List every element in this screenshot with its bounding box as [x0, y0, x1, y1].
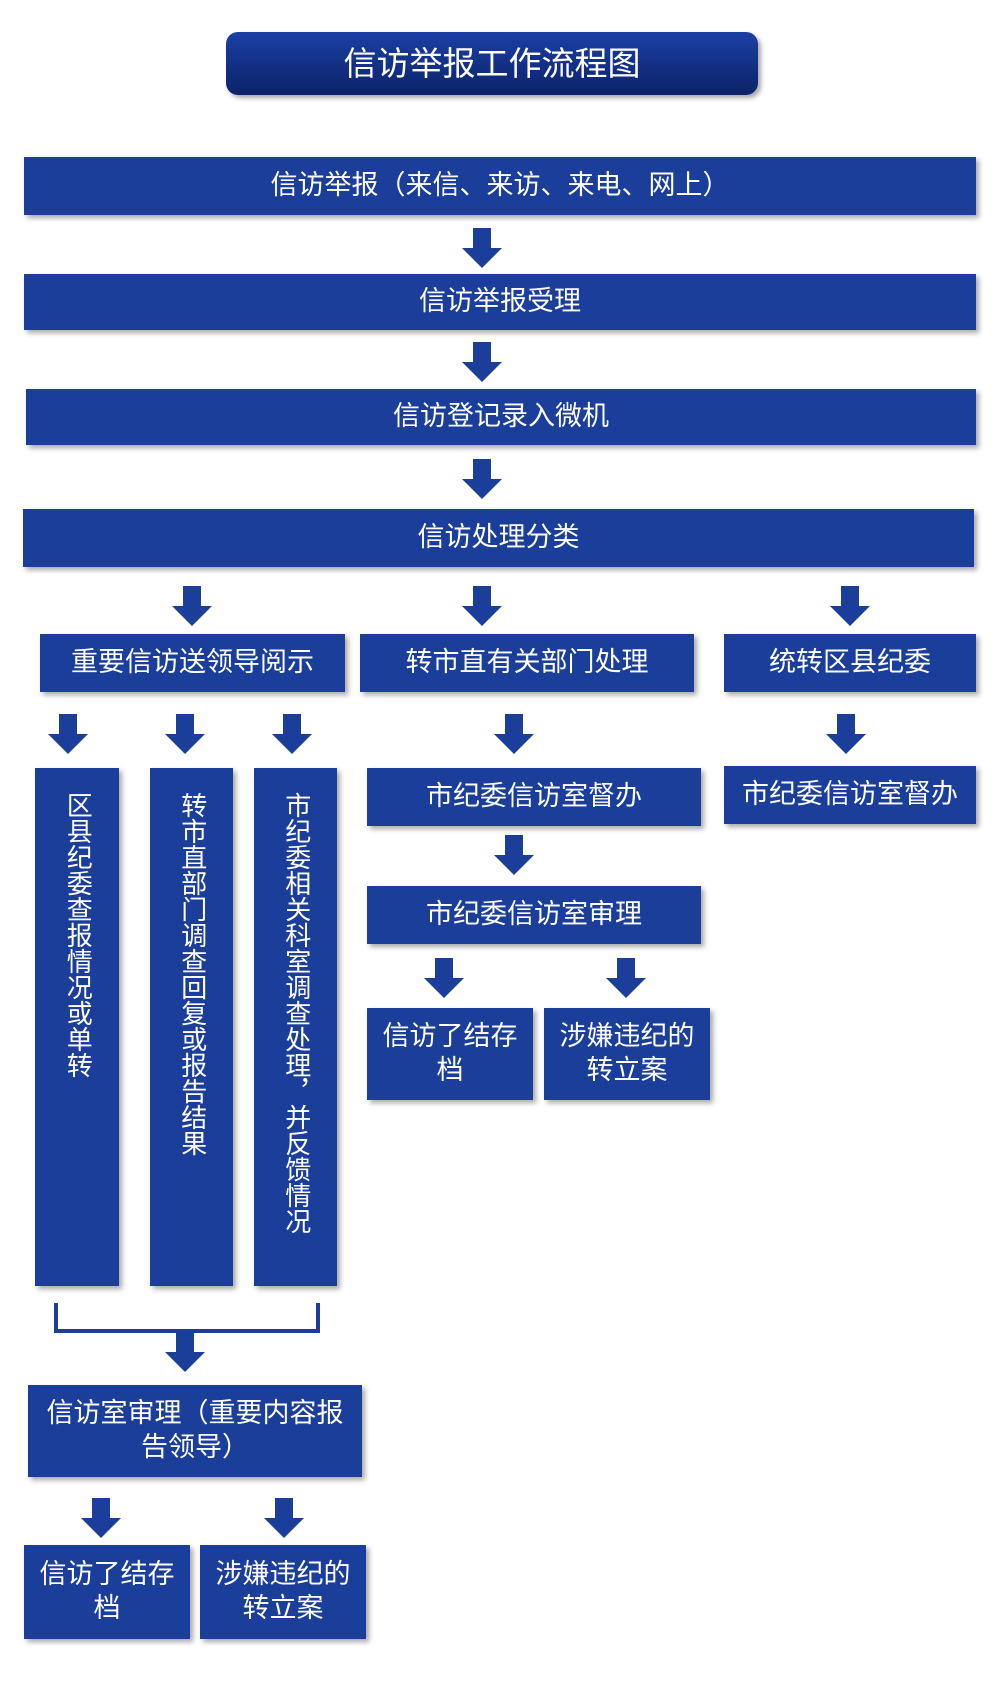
node-section-handle-label: 市纪委相关科室调查处理，并反馈情况 [280, 792, 311, 1234]
branch-county-label: 统转区县纪委 [769, 647, 931, 679]
node-review-mid-label: 市纪委信访室审理 [426, 899, 642, 931]
node-file-case-mid-label: 涉嫌违纪的转立案 [559, 1021, 695, 1086]
branch-important: 重要信访送领导阅示 [40, 634, 345, 692]
node-city-dept-report-label: 转市直部门调查回复或报告结果 [176, 792, 207, 1156]
page-title: 信访举报工作流程图 [226, 32, 758, 95]
step-accept-label: 信访举报受理 [419, 286, 581, 318]
node-review-left: 信访室审理（重要内容报告领导） [28, 1385, 362, 1477]
node-archive-mid-label: 信访了结存档 [382, 1021, 518, 1086]
node-archive-mid: 信访了结存档 [367, 1008, 533, 1100]
node-archive-left: 信访了结存档 [24, 1545, 190, 1639]
node-supervise-right: 市纪委信访室督办 [724, 766, 976, 824]
branch-city-dept: 转市直有关部门处理 [360, 634, 694, 692]
arrow-down-icon [460, 457, 504, 501]
arrow-down-icon [492, 833, 536, 877]
arrow-down-icon [422, 956, 466, 1000]
node-supervise-mid-label: 市纪委信访室督办 [426, 781, 642, 813]
branch-important-label: 重要信访送领导阅示 [71, 647, 314, 679]
arrow-down-icon [79, 1496, 123, 1540]
arrow-down-icon [270, 712, 314, 756]
step-report-label: 信访举报（来信、来访、来电、网上） [270, 170, 730, 202]
node-archive-left-label: 信访了结存档 [39, 1559, 175, 1624]
node-file-case-left: 涉嫌违纪的转立案 [200, 1545, 366, 1639]
branch-city-dept-label: 转市直有关部门处理 [405, 647, 649, 679]
step-classify-label: 信访处理分类 [417, 522, 580, 554]
page-title-text: 信访举报工作流程图 [343, 43, 641, 83]
arrow-down-icon [492, 712, 536, 756]
node-section-handle: 市纪委相关科室调查处理，并反馈情况 [254, 768, 337, 1286]
arrow-down-icon [460, 584, 504, 628]
node-review-left-label: 信访室审理（重要内容报告领导） [46, 1398, 344, 1463]
node-city-dept-report: 转市直部门调查回复或报告结果 [150, 768, 233, 1286]
branch-county: 统转区县纪委 [724, 634, 976, 692]
arrow-down-icon [163, 1330, 207, 1374]
node-supervise-mid: 市纪委信访室督办 [367, 768, 701, 826]
arrow-down-icon [604, 956, 648, 1000]
node-county-report-label: 区县纪委查报情况或单转 [62, 792, 93, 1078]
arrow-down-icon [262, 1496, 306, 1540]
step-register: 信访登记录入微机 [26, 389, 976, 445]
merge-bracket [54, 1303, 320, 1333]
step-register-label: 信访登记录入微机 [393, 401, 609, 433]
step-accept: 信访举报受理 [24, 274, 976, 330]
arrow-down-icon [46, 712, 90, 756]
step-report: 信访举报（来信、来访、来电、网上） [24, 157, 976, 215]
arrow-down-icon [828, 584, 872, 628]
node-supervise-right-label: 市纪委信访室督办 [742, 779, 958, 811]
arrow-down-icon [460, 340, 504, 384]
arrow-down-icon [170, 584, 214, 628]
node-county-report: 区县纪委查报情况或单转 [35, 768, 119, 1286]
node-file-case-mid: 涉嫌违纪的转立案 [544, 1008, 710, 1100]
node-review-mid: 市纪委信访室审理 [367, 886, 701, 944]
arrow-down-icon [824, 712, 868, 756]
arrow-down-icon [460, 226, 504, 270]
arrow-down-icon [163, 712, 207, 756]
node-file-case-left-label: 涉嫌违纪的转立案 [215, 1559, 351, 1624]
step-classify: 信访处理分类 [23, 509, 974, 567]
